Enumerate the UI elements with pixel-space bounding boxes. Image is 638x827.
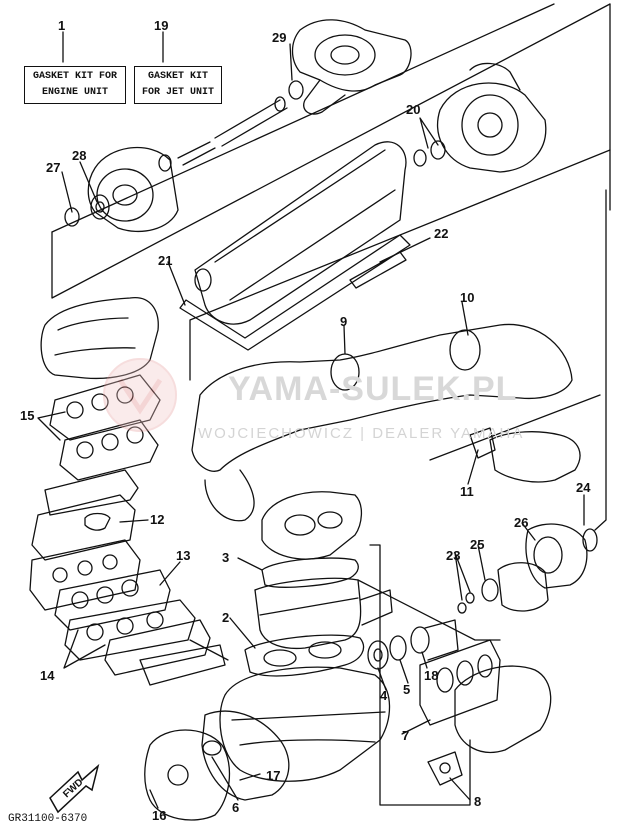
callout-19: 19 <box>154 18 169 33</box>
kit-line: GASKET KIT <box>147 71 208 82</box>
callout-1: 1 <box>58 18 66 33</box>
callout-2: 2 <box>222 610 230 625</box>
callout-14: 14 <box>40 668 55 683</box>
callout-29: 29 <box>272 30 287 45</box>
jet-gasket-kit-label: GASKET KIT FOR JET UNIT <box>134 66 222 104</box>
callout-18: 18 <box>424 668 439 683</box>
callout-12: 12 <box>150 512 165 527</box>
callout-20: 20 <box>406 102 421 117</box>
watermark-logo <box>103 358 177 432</box>
callout-23: 23 <box>446 548 461 563</box>
watermark-subtitle: WOJCIECHOWICZ | DEALER YAMAHA <box>198 425 525 442</box>
callout-26: 26 <box>514 515 529 530</box>
callout-6: 6 <box>232 800 240 815</box>
callout-27: 27 <box>46 160 61 175</box>
watermark-title: YAMA-SULEK.PL <box>228 370 518 408</box>
kit-line: ENGINE UNIT <box>41 87 108 98</box>
kit-line: FOR JET UNIT <box>141 87 214 98</box>
callout-5: 5 <box>403 682 411 697</box>
callout-11: 11 <box>460 484 474 499</box>
callout-9: 9 <box>340 314 348 329</box>
callout-28: 28 <box>72 148 87 163</box>
callout-21: 21 <box>158 253 173 268</box>
callout-15: 15 <box>20 408 35 423</box>
callout-24: 24 <box>576 480 591 495</box>
fwd-arrow-icon <box>49 763 100 814</box>
callout-25: 25 <box>470 537 485 552</box>
callout-13: 13 <box>176 548 191 563</box>
callout-7: 7 <box>402 728 410 743</box>
callout-8: 8 <box>474 794 482 809</box>
callout-10: 10 <box>460 290 475 305</box>
callout-16: 16 <box>152 808 167 823</box>
callout-4: 4 <box>380 688 388 703</box>
callout-22: 22 <box>434 226 449 241</box>
callout-3: 3 <box>222 550 230 565</box>
callout-17: 17 <box>266 768 281 783</box>
kit-line: GASKET KIT FOR <box>32 71 117 82</box>
engine-gasket-kit-label: GASKET KIT FOR ENGINE UNIT <box>24 66 126 104</box>
diagram-code: GR31100-6370 <box>8 813 88 825</box>
